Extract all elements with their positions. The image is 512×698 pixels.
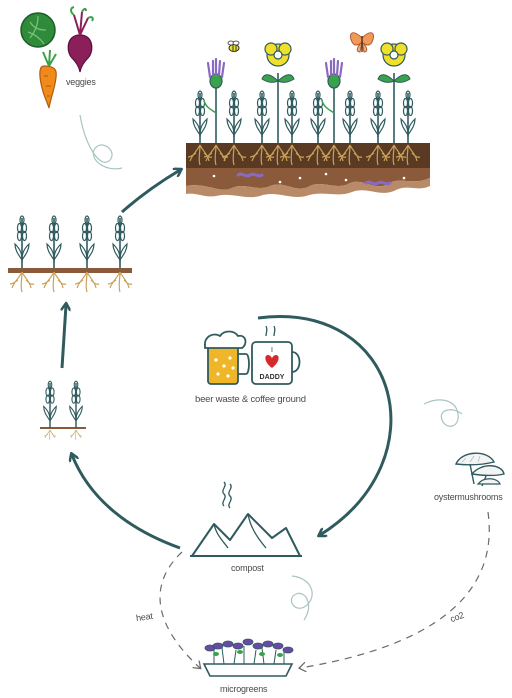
- microgreens-label: microgreens: [220, 684, 267, 694]
- arrow-left-to-top: [122, 170, 180, 212]
- dashed-arrow-heat: [160, 552, 200, 668]
- beer-waste-label: beer waste & coffee ground: [195, 394, 306, 405]
- compost-pile-icon: [190, 514, 302, 556]
- worm-icon: [366, 182, 390, 184]
- top-field: [186, 33, 430, 197]
- arrow-compost-to-seedlings: [72, 455, 180, 548]
- arrow-seedlings-to-crops: [62, 305, 66, 368]
- steam-icon: [223, 482, 231, 508]
- beer-mug-icon: [205, 332, 249, 385]
- swirl-decoration: [80, 115, 122, 169]
- veggies-group: [21, 7, 93, 108]
- seedlings-row: [40, 381, 86, 440]
- mug-text-bottom: DADDY: [260, 374, 285, 381]
- bee-icon: [228, 41, 239, 52]
- carrot-icon: [40, 50, 56, 108]
- swirl-decoration: [424, 400, 462, 426]
- butterfly-icon: [350, 33, 373, 52]
- worm-icon: [238, 174, 262, 176]
- microgreens-icon: [204, 639, 293, 676]
- beet-icon: [68, 7, 93, 72]
- swirl-decoration: [291, 576, 312, 620]
- veggies-label: veggies: [66, 77, 96, 87]
- compost-label: compost: [231, 563, 264, 573]
- soil-strip: [8, 268, 132, 273]
- dashed-arrow-co2: [300, 512, 489, 668]
- left-crop-row: [8, 216, 132, 292]
- mug-text-top: I: [271, 347, 273, 354]
- cabbage-icon: [21, 13, 55, 47]
- mushroom-icon: [456, 453, 504, 486]
- coffee-mug-icon: I DADDY: [252, 326, 300, 384]
- oyster-mushrooms-label: oystermushrooms: [434, 492, 503, 502]
